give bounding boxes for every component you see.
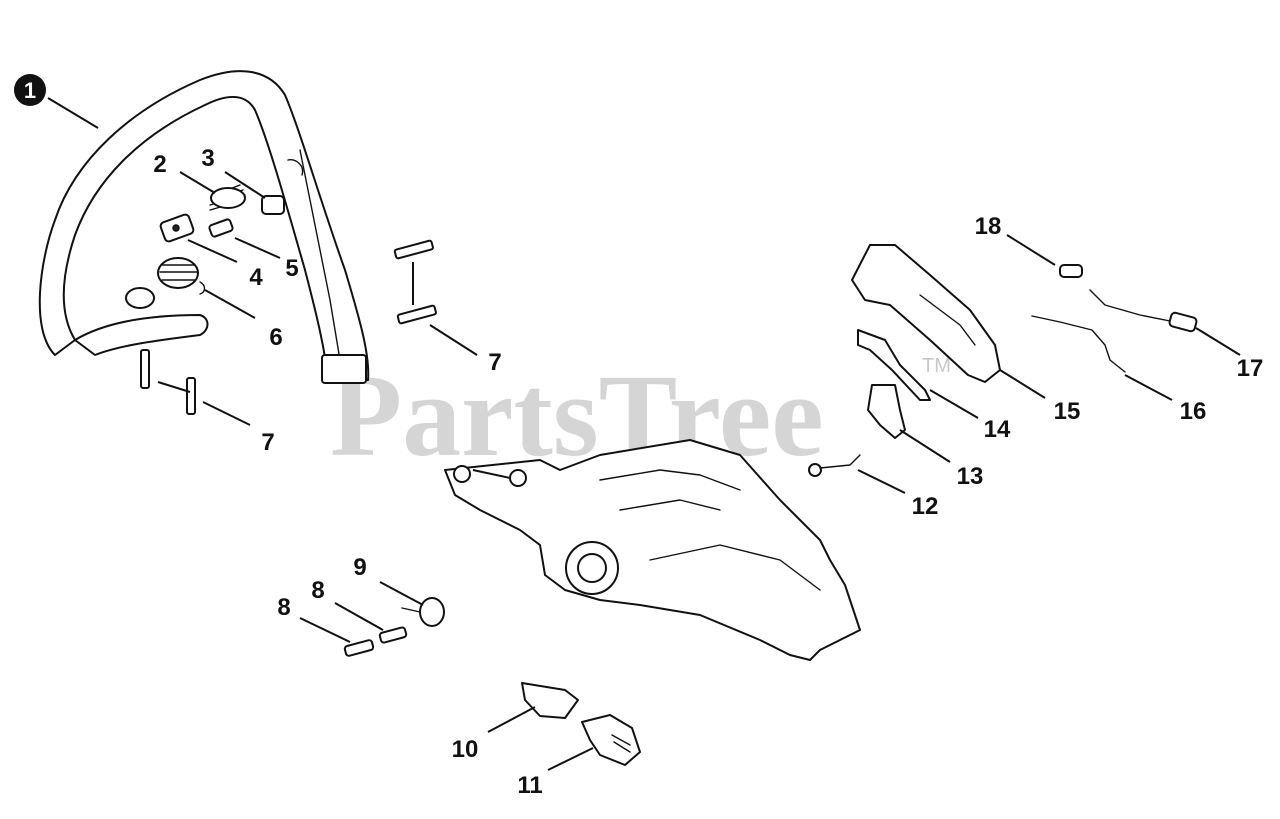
- part-damper-4[interactable]: [159, 213, 195, 243]
- part-main-housing[interactable]: [444, 439, 861, 661]
- part-clip-12[interactable]: [808, 454, 861, 477]
- part-pin-18[interactable]: [1059, 264, 1083, 278]
- callout-16: 16: [1180, 398, 1207, 425]
- part-trigger-13[interactable]: [867, 384, 906, 439]
- callout-2: 2: [153, 151, 166, 178]
- callout-8-right: 8: [311, 577, 324, 604]
- part-screws-7-left[interactable]: [140, 349, 196, 415]
- leader-lines: [47, 97, 1241, 771]
- callout-14: 14: [984, 416, 1011, 443]
- callout-3: 3: [201, 145, 214, 172]
- watermark-tm: TM: [922, 355, 951, 377]
- callout-18: 18: [975, 213, 1002, 240]
- callout-15: 15: [1054, 398, 1081, 425]
- callout-4: 4: [249, 264, 263, 291]
- callout-7-left: 7: [261, 429, 274, 456]
- callout-10: 10: [452, 736, 479, 763]
- part-spring-6[interactable]: [157, 257, 206, 295]
- part-screws-7-right[interactable]: [393, 239, 437, 325]
- part-bracket-10[interactable]: [521, 682, 579, 719]
- part-spring-2[interactable]: [209, 184, 246, 211]
- watermark-text: PartsTree: [330, 350, 824, 481]
- callout-6: 6: [269, 324, 282, 351]
- callout-12: 12: [912, 493, 939, 520]
- part-screws-8[interactable]: [343, 626, 408, 657]
- part-sleeve-3[interactable]: [261, 195, 285, 215]
- part-rod-16[interactable]: [1031, 289, 1176, 373]
- callout-5: 5: [285, 255, 298, 282]
- part-front-handle[interactable]: [38, 70, 370, 384]
- callout-7-right: 7: [488, 349, 501, 376]
- part-switch-11[interactable]: [581, 714, 641, 766]
- callout-9: 9: [353, 554, 366, 581]
- part-lever-14[interactable]: [857, 329, 931, 401]
- callout-13: 13: [957, 463, 984, 490]
- part-bolt-5[interactable]: [208, 218, 234, 238]
- callout-8-left: 8: [277, 594, 290, 621]
- callout-1: 1: [14, 74, 46, 106]
- callout-1-label: 1: [24, 78, 36, 103]
- callout-11: 11: [517, 772, 542, 799]
- callout-17: 17: [1237, 355, 1264, 382]
- part-spring-9[interactable]: [401, 597, 445, 627]
- part-plug-17[interactable]: [1168, 311, 1198, 333]
